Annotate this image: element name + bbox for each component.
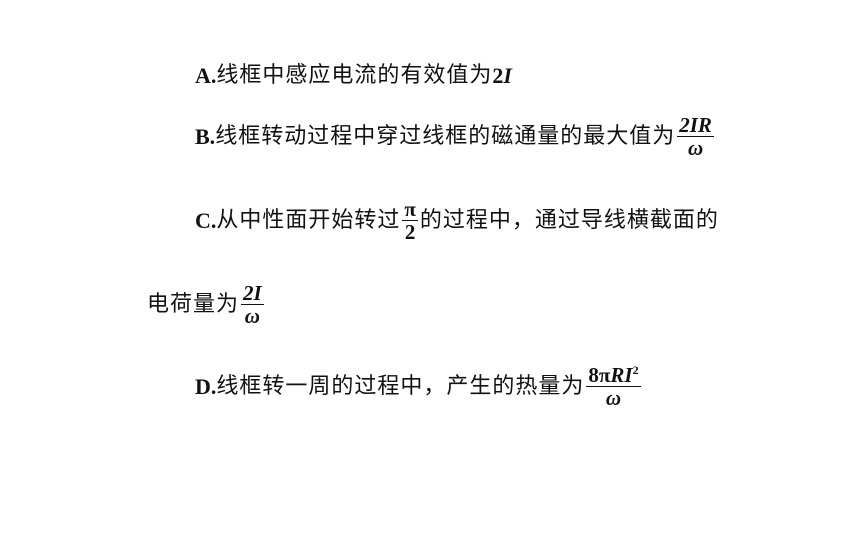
fraction-denominator: ω [605,386,622,410]
option-c-text-after: 的过程中，通过导线横截面的 [419,207,719,233]
option-c-text-before: 从中性面开始转过 [216,207,401,233]
fraction-numerator: 8πRI2 [586,363,641,387]
fraction-denominator: ω [244,304,260,328]
fraction-denominator: ω [687,136,704,160]
option-c-fraction: π 2 [402,198,418,243]
option-a: A. 线框中感应电流的有效值为 2 I [195,62,512,90]
option-d-text: 线框转一周的过程中，产生的热量为 [216,373,585,399]
option-c: C. 从中性面开始转过 π 2 的过程中，通过导线横截面的 [195,198,719,243]
option-c-label: C. [195,207,217,233]
option-b-label: B. [195,123,216,149]
option-d: D. 线框转一周的过程中，产生的热量为 8πRI2 ω [195,364,643,409]
option-b-fraction: 2IR ω [677,114,714,159]
fraction-numerator: 2I [241,281,264,305]
numerator-coefficient: 8π [588,363,611,387]
option-d-fraction: 8πRI2 ω [586,363,641,410]
fraction-numerator: 2IR [677,113,714,137]
option-a-value-var: I [503,63,512,88]
numerator-variables: RI [610,363,633,387]
option-c-text-line2: 电荷量为 [147,291,240,317]
numerator-exponent: 2 [632,363,639,377]
option-a-value-num: 2 [492,63,504,88]
option-d-label: D. [195,373,217,399]
option-a-text: 线框中感应电流的有效值为 [216,63,493,88]
option-c-continuation: 电荷量为 2I ω [147,282,266,327]
fraction-numerator: π [402,197,418,221]
option-c-fraction-2: 2I ω [241,282,264,327]
fraction-denominator: 2 [404,220,416,244]
option-b: B. 线框转动过程中穿过线框的磁通量的最大值为 2IR ω [195,114,716,159]
option-b-text: 线框转动过程中穿过线框的磁通量的最大值为 [215,123,676,149]
option-a-label: A. [195,63,217,88]
